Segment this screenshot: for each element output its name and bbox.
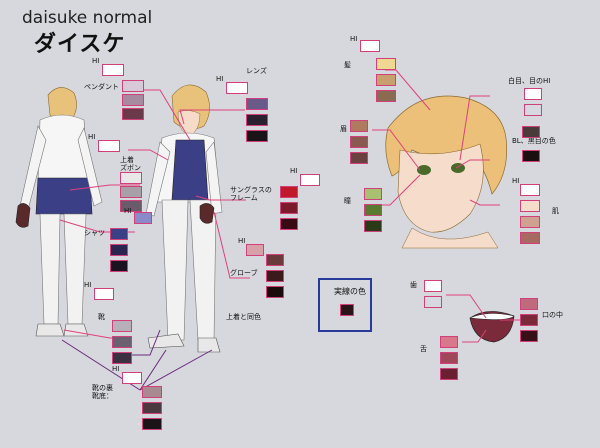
color-swatch <box>522 150 540 162</box>
color-swatch <box>112 336 132 348</box>
color-swatch <box>424 280 442 292</box>
color-swatch <box>440 336 458 348</box>
color-swatch <box>142 418 162 430</box>
label-pupil: 瞳 <box>344 197 351 205</box>
color-swatch <box>440 368 458 380</box>
color-swatch <box>364 188 382 200</box>
label-glove: グローブ <box>230 269 258 277</box>
color-swatch <box>120 200 142 212</box>
mouth-diagram <box>469 311 515 343</box>
hi-label: HI <box>92 57 100 65</box>
color-swatch <box>364 220 382 232</box>
label-lens: レンズ <box>246 67 267 75</box>
outline-color-box: 実線の色 <box>318 278 372 332</box>
color-swatch <box>122 80 144 92</box>
label-shoes: 靴 <box>98 313 105 321</box>
color-swatch <box>520 216 540 228</box>
color-swatch <box>134 212 152 224</box>
color-swatch <box>112 352 132 364</box>
color-swatch <box>524 104 542 116</box>
color-swatch <box>110 260 128 272</box>
color-swatch <box>350 136 368 148</box>
back-view-figure <box>15 87 103 337</box>
label-white-eye-hi: 白目、目のHI <box>508 77 551 85</box>
color-swatch <box>520 232 540 244</box>
label-outline-color: 実線の色 <box>334 287 366 296</box>
label-eyebrow: 眉 <box>340 125 347 133</box>
color-swatch <box>520 200 540 212</box>
hi-label: HI <box>350 35 358 43</box>
label-sunglasses-frame: サングラスの フレーム <box>230 186 272 203</box>
color-swatch <box>246 98 268 110</box>
character-name-latin: daisuke normal <box>22 8 153 28</box>
color-swatch <box>98 140 120 152</box>
color-swatch <box>94 288 114 300</box>
color-swatch <box>280 202 298 214</box>
color-swatch <box>266 286 284 298</box>
color-swatch <box>266 254 284 266</box>
label-shoe-sole: 靴の裏 靴底： <box>92 384 113 401</box>
hi-label: HI <box>112 365 120 373</box>
hi-label: HI <box>84 281 92 289</box>
hi-label: HI <box>216 75 224 83</box>
color-swatch <box>360 40 380 52</box>
color-swatch <box>364 204 382 216</box>
color-swatch <box>246 130 268 142</box>
color-swatch <box>376 58 396 70</box>
color-swatch <box>520 184 540 196</box>
color-swatch <box>226 82 248 94</box>
color-swatch <box>350 120 368 132</box>
color-swatch <box>376 74 396 86</box>
color-swatch <box>424 296 442 308</box>
hi-label: HI <box>512 177 520 185</box>
color-swatch <box>350 152 368 164</box>
color-swatch <box>520 314 538 326</box>
color-swatch <box>122 372 142 384</box>
label-pendant: ペンダント <box>84 83 119 91</box>
hi-label: HI <box>88 133 96 141</box>
color-swatch <box>142 386 162 398</box>
color-swatch <box>266 270 284 282</box>
color-swatch <box>120 172 142 184</box>
color-swatch <box>376 90 396 102</box>
face-closeup <box>385 95 508 249</box>
character-name-kana: ダイスケ <box>34 32 126 57</box>
hi-label: HI <box>238 237 246 245</box>
color-swatch <box>122 108 144 120</box>
label-skin: 肌 <box>552 207 559 215</box>
color-swatch <box>246 244 264 256</box>
front-view-figure <box>145 84 223 353</box>
label-jacket-pants: 上着 ズボン <box>120 156 141 173</box>
color-swatch <box>102 64 124 76</box>
color-swatch <box>340 304 354 316</box>
label-bl-black-eye: BL、黒目の色 <box>512 137 556 145</box>
color-swatch <box>120 186 142 198</box>
hi-label: HI <box>290 167 298 175</box>
color-swatch <box>246 114 268 126</box>
label-same-as-jacket: 上着と同色 <box>226 313 261 321</box>
color-swatch <box>520 298 538 310</box>
color-swatch <box>280 218 298 230</box>
color-swatch <box>522 126 540 138</box>
color-swatch <box>110 244 128 256</box>
hi-label: HI <box>124 207 132 215</box>
color-swatch <box>142 402 162 414</box>
label-tongue: 舌 <box>420 345 427 353</box>
label-shirt: シャツ <box>84 229 105 237</box>
color-swatch <box>300 174 320 186</box>
color-swatch <box>524 88 542 100</box>
color-swatch <box>110 228 128 240</box>
color-swatch <box>520 330 538 342</box>
color-swatch <box>122 94 144 106</box>
color-swatch <box>440 352 458 364</box>
label-hair: 髪 <box>344 61 351 69</box>
label-teeth: 歯 <box>410 281 417 289</box>
color-swatch <box>112 320 132 332</box>
label-mouth-inside: 口の中 <box>542 311 563 319</box>
color-swatch <box>280 186 298 198</box>
